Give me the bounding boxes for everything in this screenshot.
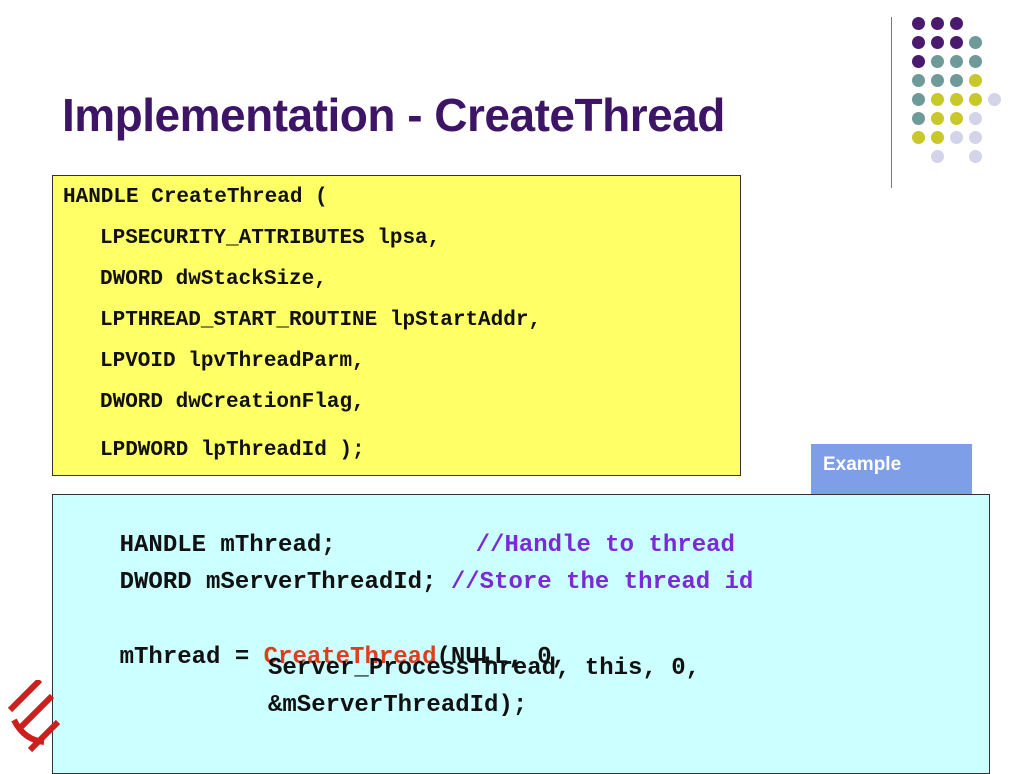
decorative-dot [912, 74, 925, 87]
function-prototype-box: HANDLE CreateThread ( LPSECURITY_ATTRIBU… [52, 175, 741, 476]
code-text: (NULL, 0, [436, 644, 567, 671]
code-function-name: CreateThread [263, 644, 437, 671]
example-code-box: HANDLE mThread; //Handle to thread DWORD … [52, 494, 990, 774]
decorative-dot [969, 93, 982, 106]
decorative-dot-grid [0, 0, 1024, 200]
decorative-dot [969, 74, 982, 87]
code-comment: //Store the thread id [450, 569, 754, 596]
decorative-dot [931, 36, 944, 49]
decorative-dot [931, 17, 944, 30]
prototype-line: LPDWORD lpThreadId ); [100, 439, 365, 462]
red-logo-icon [7, 680, 60, 753]
decorative-dot [931, 131, 944, 144]
prototype-line: HANDLE CreateThread ( [63, 186, 328, 209]
decorative-dot [912, 131, 925, 144]
decorative-dot [950, 74, 963, 87]
decorative-dot [950, 131, 963, 144]
decorative-dot [931, 112, 944, 125]
prototype-line: LPSECURITY_ATTRIBUTES lpsa, [100, 227, 441, 250]
decorative-dot [969, 36, 982, 49]
decorative-dot [950, 55, 963, 68]
code-text: DWORD mServerThreadId; [119, 569, 437, 596]
decorative-dot [969, 55, 982, 68]
decorative-dot [950, 36, 963, 49]
code-text: mThread = [119, 644, 264, 671]
decorative-dot [931, 150, 944, 163]
example-line: &mServerThreadId); [268, 692, 528, 719]
prototype-line: DWORD dwCreationFlag, [100, 391, 365, 414]
decorative-dot [969, 150, 982, 163]
prototype-line: LPTHREAD_START_ROUTINE lpStartAddr, [100, 309, 542, 332]
code-text: HANDLE mThread; [119, 532, 336, 559]
decorative-dot [912, 36, 925, 49]
decorative-dot [931, 55, 944, 68]
decorative-dot [950, 93, 963, 106]
decorative-dot [912, 17, 925, 30]
decorative-dot [931, 74, 944, 87]
decorative-dot [950, 17, 963, 30]
decorative-dot [969, 112, 982, 125]
title-divider-line [891, 17, 892, 188]
prototype-line: DWORD dwStackSize, [100, 268, 327, 291]
prototype-line: LPVOID lpvThreadParm, [100, 350, 365, 373]
decorative-dot [988, 93, 1001, 106]
decorative-dot [912, 112, 925, 125]
example-line: Server_ProcessThread, this, 0, [268, 655, 701, 682]
decorative-dot [931, 93, 944, 106]
decorative-dot [912, 93, 925, 106]
slide-title: Implementation - CreateThread [62, 89, 725, 141]
code-comment: //Handle to thread [475, 532, 735, 559]
example-line: mThread = CreateThread(NULL, 0, [62, 617, 566, 698]
decorative-dot [950, 112, 963, 125]
decorative-dot [912, 55, 925, 68]
example-line: DWORD mServerThreadId; //Store the threa… [62, 542, 754, 623]
decorative-dot [969, 131, 982, 144]
example-tab: Example [811, 444, 972, 494]
example-line: HANDLE mThread; //Handle to thread [62, 505, 735, 586]
